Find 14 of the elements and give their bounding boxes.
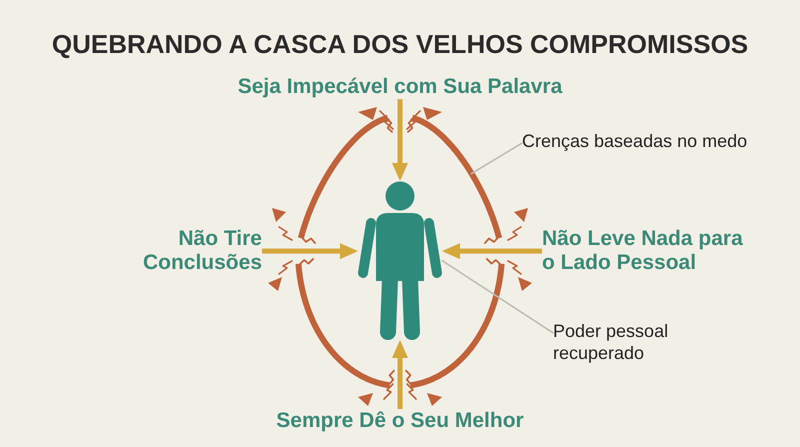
- callout-label: Crenças baseadas no medo: [522, 131, 748, 153]
- principle-label: Seja Impecável com Sua Palavra: [238, 75, 562, 100]
- arrow: [262, 243, 358, 260]
- arrow: [392, 340, 408, 409]
- principle-label: Não Tire Conclusões: [137, 227, 262, 276]
- title: QUEBRANDO A CASCA DOS VELHOS COMPROMISSOS: [52, 30, 748, 60]
- principle-label: Sempre Dê o Seu Melhor: [276, 409, 524, 434]
- callout-label: Poder pessoal recuperado: [553, 321, 681, 365]
- person-figure: [358, 181, 442, 340]
- arrow: [442, 243, 542, 260]
- arrow: [392, 99, 408, 181]
- leader-line: [470, 142, 523, 174]
- leader-line: [441, 260, 554, 334]
- principle-label: Não Leve Nada para o Lado Pessoal: [542, 227, 754, 276]
